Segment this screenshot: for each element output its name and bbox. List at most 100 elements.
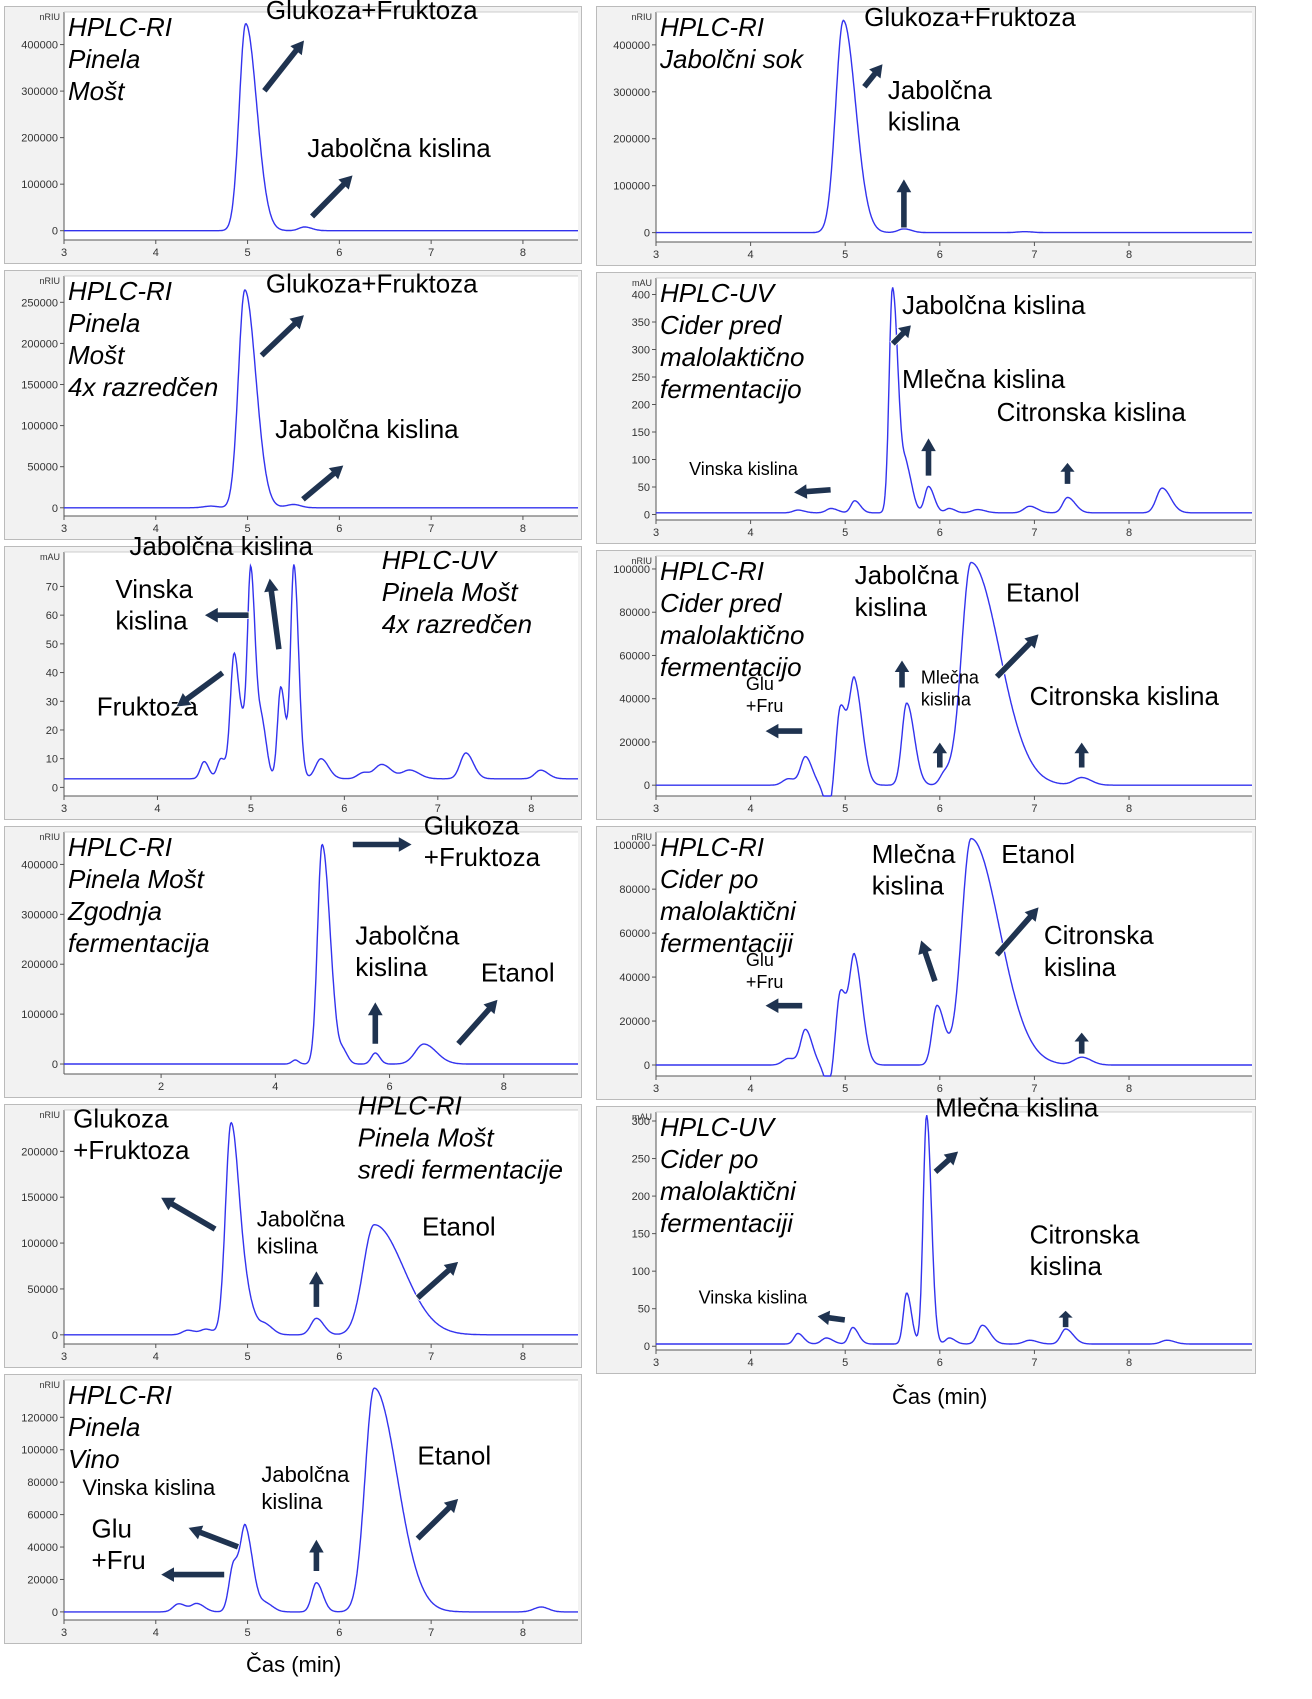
y-tick-label: 150	[632, 427, 650, 439]
peak-label-line: Citronska kislina	[1030, 681, 1220, 711]
y-unit-label: nRIU	[39, 1110, 60, 1120]
y-tick-label: 200000	[21, 1146, 58, 1158]
peak-label: Jabolčna kislina	[307, 133, 491, 163]
y-tick-label: 20000	[619, 1016, 650, 1028]
x-tick-label: 5	[245, 247, 251, 259]
y-tick-label: 200000	[21, 959, 58, 971]
peak-label: Jabolčna kislina	[275, 414, 459, 444]
y-unit-label: nRIU	[39, 276, 60, 286]
pointer-arrow	[308, 174, 354, 220]
panel-title-line: malolaktično	[660, 620, 805, 650]
x-tick-label: 7	[428, 1351, 434, 1363]
y-tick-label: 100000	[613, 564, 650, 576]
peak-label-line: kislina	[888, 107, 961, 137]
pointer-arrow	[1072, 741, 1091, 769]
peak-label: Vinska kislina	[82, 1475, 216, 1500]
panel-title-line: Pinela	[68, 44, 140, 74]
x-tick-label: 8	[520, 1627, 526, 1639]
x-tick-label: 6	[336, 247, 342, 259]
peak-label-line: Glu	[746, 950, 774, 970]
x-tick-label: 3	[61, 1627, 67, 1639]
y-tick-label: 250000	[21, 297, 58, 309]
pointer-arrow	[258, 314, 306, 359]
peak-label-line: +Fru	[92, 1545, 146, 1575]
x-tick-label: 8	[520, 523, 526, 535]
plot-area	[64, 12, 578, 240]
y-tick-label: 0	[52, 503, 58, 515]
y-tick-label: 0	[52, 782, 58, 794]
x-tick-label: 5	[245, 523, 251, 535]
y-unit-label: nRIU	[39, 1380, 60, 1390]
y-tick-label: 200	[632, 1191, 650, 1203]
peak-label-line: Jabolčna	[888, 75, 993, 105]
panel-title-line: Cider pred	[660, 588, 783, 618]
peak-label-line: kislina	[921, 690, 972, 710]
peak-label: Etanol	[481, 958, 555, 988]
y-tick-label: 100	[632, 1266, 650, 1278]
peak-label: Glukoza+Fruktoza	[424, 810, 541, 872]
y-tick-label: 400000	[21, 40, 58, 52]
plot-area	[64, 1110, 578, 1344]
peak-label: Glu+Fru	[92, 1513, 146, 1575]
peak-label-line: Glukoza+Fruktoza	[864, 2, 1076, 32]
y-tick-label: 100000	[21, 1009, 58, 1021]
x-tick-label: 4	[153, 523, 159, 535]
pointer-arrow	[917, 938, 939, 984]
x-tick-label: 5	[842, 1357, 848, 1369]
pointer-arrow	[203, 606, 250, 624]
y-unit-label: nRIU	[631, 556, 652, 566]
y-tick-label: 200000	[21, 338, 58, 350]
peak-label-line: kislina	[355, 952, 428, 982]
y-tick-label: 0	[644, 1341, 650, 1353]
panel-title-line: Pinela Mošt	[68, 864, 206, 894]
peak-label: Jabolčna kislina	[902, 290, 1086, 320]
y-tick-label: 0	[52, 1607, 58, 1619]
peak-label-line: Jabolčna	[261, 1462, 350, 1487]
peak-label-line: kislina	[872, 870, 945, 900]
y-unit-label: nRIU	[39, 12, 60, 22]
peak-label-line: Glukoza	[424, 810, 520, 840]
y-tick-label: 80000	[27, 1477, 58, 1489]
peak-label-line: Jabolčna kislina	[275, 414, 459, 444]
panel-title-line: fermentaciji	[660, 928, 794, 958]
x-tick-label: 2	[158, 1081, 164, 1093]
x-tick-label: 4	[154, 803, 160, 815]
peak-label-line: Jabolčna kislina	[902, 290, 1086, 320]
y-tick-label: 400	[632, 290, 650, 302]
y-tick-label: 50	[638, 1304, 650, 1316]
x-tick-label: 6	[937, 803, 943, 815]
peak-label-line: Mlečna kislina	[902, 364, 1066, 394]
peak-label: Citronska kislina	[997, 397, 1187, 427]
x-tick-label: 7	[428, 247, 434, 259]
y-tick-label: 80000	[619, 884, 650, 896]
panel-title-line: fermentaciji	[660, 1208, 794, 1238]
y-tick-label: 70	[46, 581, 58, 593]
x-tick-label: 5	[842, 249, 848, 261]
peak-label: Etanol	[1006, 577, 1080, 607]
pointer-arrow	[262, 576, 283, 651]
peak-label-line: +Fruktoza	[73, 1135, 190, 1165]
panel-title-line: Mošt	[68, 76, 126, 106]
peak-label-line: Vinska kislina	[689, 459, 799, 479]
peak-label-line: Etanol	[417, 1440, 491, 1470]
y-tick-label: 250	[632, 372, 650, 384]
y-unit-label: nRIU	[631, 12, 652, 22]
pointer-arrow	[993, 906, 1040, 958]
